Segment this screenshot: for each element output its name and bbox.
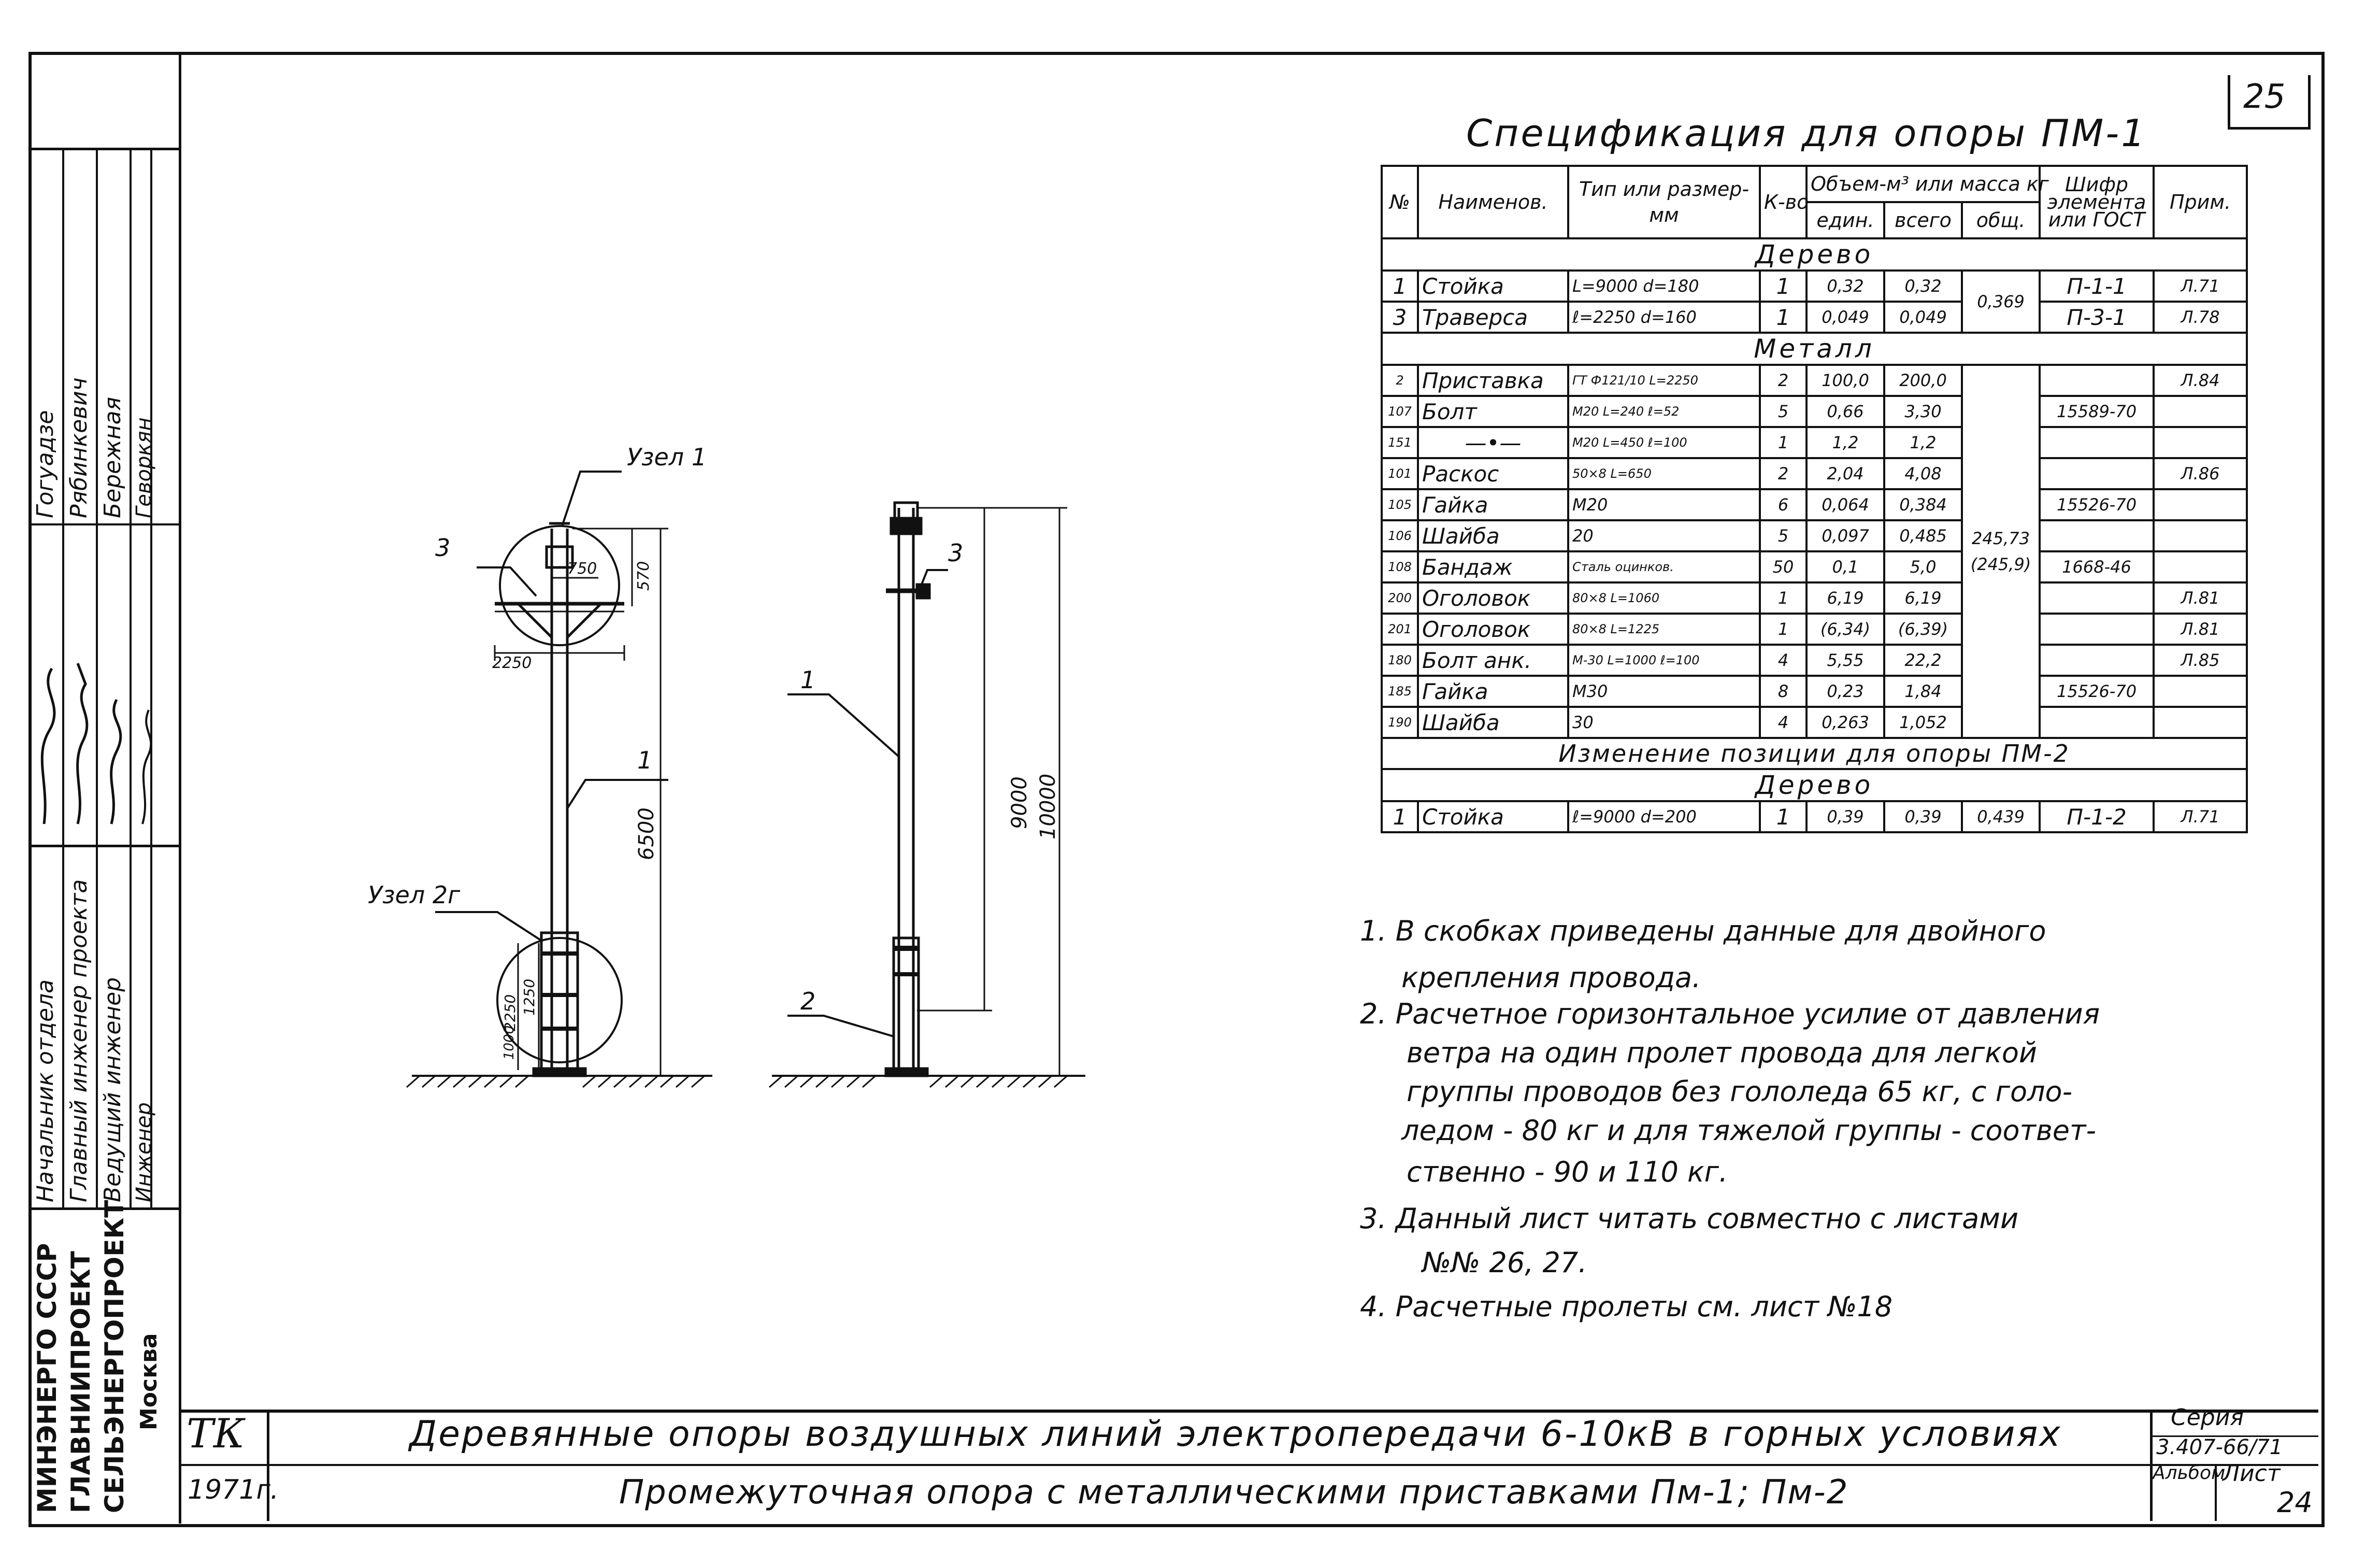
- node2-label: Узел 2г: [368, 881, 461, 909]
- note-line: 4. Расчетные пролеты см. лист №18: [1360, 1290, 1893, 1323]
- note-line: крепления провода.: [1401, 961, 1701, 994]
- table-row: 190 Шайба 30 4 0,263 1,052: [1381, 706, 2248, 739]
- table-row: 106 Шайба 20 5 0,097 0,485: [1381, 519, 2248, 552]
- table-row: 201 Оголовок 80×8 L=1225 1 (6,34) (6,39)…: [1381, 613, 2248, 646]
- tk-label: ТК: [187, 1411, 245, 1457]
- name-3: Бережная: [99, 396, 126, 518]
- side-label-3: 3: [948, 539, 964, 567]
- left-strip-divider: [179, 52, 181, 1524]
- org-glavniiproekt: ГЛАВНИИПРОЕКТ: [66, 1251, 96, 1513]
- dim-1250: 1250: [521, 978, 538, 1016]
- section-wood: Дерево: [1380, 237, 2248, 272]
- org-city: Москва: [136, 1333, 162, 1431]
- spec-header-row-2: един. всего общ.: [1382, 201, 2247, 239]
- side-view-pole: [884, 501, 931, 1077]
- hdr-unit: един.: [1805, 201, 1885, 239]
- hdr-note: Прим.: [2153, 165, 2248, 239]
- sheet-number: 25: [2243, 78, 2286, 116]
- signatures: [40, 663, 152, 824]
- table-row: 185 Гайка М30 8 0,23 1,84 15526-70: [1381, 675, 2248, 708]
- front-label-3: 3: [435, 534, 451, 562]
- table-row: 1 Стойка L=9000 d=180 1 0,32 0,32 0,369 …: [1381, 269, 2248, 334]
- node1-label: Узел 1: [627, 443, 707, 471]
- table-row: 108 Бандаж Сталь оцинков. 50 0,1 5,0 166…: [1381, 550, 2248, 584]
- role-chief-engineer: Главный инженер проекта: [66, 879, 92, 1202]
- title-line-1: Деревянные опоры воздушных линий электро…: [409, 1414, 2062, 1455]
- table-row: 180 Болт анк. М-30 L=1000 ℓ=100 4 5,55 2…: [1381, 644, 2248, 677]
- hdr-name: Наименов.: [1417, 165, 1569, 239]
- sheet-number-box: [2228, 75, 2311, 130]
- dim-570: 570: [635, 561, 653, 591]
- title-line-2: Промежуточная опора с металлическими при…: [619, 1473, 1849, 1512]
- table-row: 3 Траверса ℓ=2250 d=160 1 0,049 0,049 П-…: [1381, 301, 2248, 334]
- org-selenergoproekt: СЕЛЬЭНЕРГОПРОЕКТ: [99, 1200, 130, 1513]
- section-metal: Металл: [1380, 332, 2248, 366]
- note-line: 1. В скобках приведены данные для двойно…: [1360, 915, 2046, 947]
- note-line: 2. Расчетное горизонтальное усилие от да…: [1360, 998, 2100, 1030]
- note-line: ственно - 90 и 110 кг.: [1407, 1156, 1728, 1188]
- table-row: 200 Оголовок 80×8 L=1060 1 6,19 6,19 Л.8…: [1381, 581, 2248, 615]
- dim-2250: 2250: [492, 654, 532, 672]
- table-row: 1 Стойка ℓ=9000 d=200 1 0,39 0,39 0,439 …: [1381, 800, 2248, 833]
- org-ministry: МИНЭНЕРГО СССР: [32, 1243, 62, 1513]
- name-1: Гогуадзе: [32, 410, 59, 518]
- ground-hatch-right: [769, 1075, 1068, 1088]
- side-label-2: 2: [800, 987, 816, 1015]
- section-wood-2: Дерево: [1380, 768, 2248, 802]
- dim-1000: 1000: [501, 1025, 517, 1060]
- dim-6500: 6500: [635, 807, 658, 860]
- table-row: 2 Приставка ГТ Ф121/10 L=2250 2 100,0 20…: [1381, 364, 2248, 739]
- table-row: 101 Раскос 50×8 L=650 2 2,04 4,08 Л.86: [1381, 457, 2248, 490]
- ground-hatch-left: [406, 1075, 705, 1088]
- name-4: Геворкян: [132, 417, 156, 518]
- dim-9000: 9000: [1008, 776, 1031, 829]
- front-label-1: 1: [637, 746, 653, 774]
- hdr-volume: Объем-м³ или масса кг: [1805, 165, 2049, 203]
- dim-10000: 10000: [1036, 773, 1060, 840]
- hdr-common: общ.: [1960, 201, 2041, 239]
- spec-header-row-1: № Наименов. Тип или размер-мм К-во Объем…: [1381, 165, 2248, 239]
- pole-drawing: [406, 471, 1085, 1088]
- dim-750: 750: [567, 560, 597, 578]
- sheet-label: Лист: [2223, 1460, 2281, 1487]
- table-row: 151 —•— М20 L=450 ℓ=100 1 1,2 1,2: [1381, 426, 2248, 459]
- hdr-type: Тип или размер-мм: [1567, 165, 1761, 239]
- note-line: ветра на один пролет провода для легкой: [1407, 1036, 2037, 1069]
- note-line: ледом - 80 кг и для тяжелой группы - соо…: [1401, 1114, 2096, 1147]
- year-label: 1971г.: [188, 1474, 279, 1505]
- name-2: Рябинкевич: [66, 377, 92, 518]
- role-head-of-dept: Начальник отдела: [32, 979, 59, 1202]
- metal-common: 245,73 (245,9): [1960, 364, 2041, 739]
- side-label-1: 1: [800, 666, 816, 694]
- table-row: 107 Болт М20 L=240 ℓ=52 5 0,66 3,30 1558…: [1381, 395, 2248, 428]
- note-line: группы проводов без гололеда 65 кг, с го…: [1407, 1075, 2073, 1108]
- sheet-value: 24: [2277, 1486, 2313, 1519]
- spec-table: № Наименов. Тип или размер-мм К-во Объем…: [1380, 165, 2248, 833]
- front-view-pole: [495, 522, 624, 1077]
- wood-common: 0,369: [1960, 269, 2041, 334]
- hdr-total: всего: [1883, 201, 1963, 239]
- note-line: 3. Данный лист читать совместно с листам…: [1360, 1202, 2019, 1235]
- table-row: 105 Гайка М20 6 0,064 0,384 15526-70: [1381, 488, 2248, 521]
- changes-title: Изменение позиции для опоры ПМ-2: [1380, 737, 2248, 770]
- role-lead-engineer: Ведущий инженер: [99, 977, 126, 1202]
- role-engineer: Инженер: [132, 1102, 156, 1202]
- hdr-qty: К-во: [1759, 165, 1809, 239]
- note-line: №№ 26, 27.: [1422, 1246, 1587, 1279]
- sheet-outer-frame: [28, 52, 2325, 1527]
- series-value: 3.407-66/71: [2156, 1435, 2283, 1459]
- album-label: Альбом: [2153, 1462, 2226, 1484]
- hdr-code: Шифр элемента или ГОСТ: [2039, 165, 2155, 239]
- spec-title: Спецификация для опоры ПМ-1: [1466, 111, 2147, 155]
- series-label: Серия: [2171, 1404, 2244, 1431]
- hdr-num: №: [1381, 165, 1419, 239]
